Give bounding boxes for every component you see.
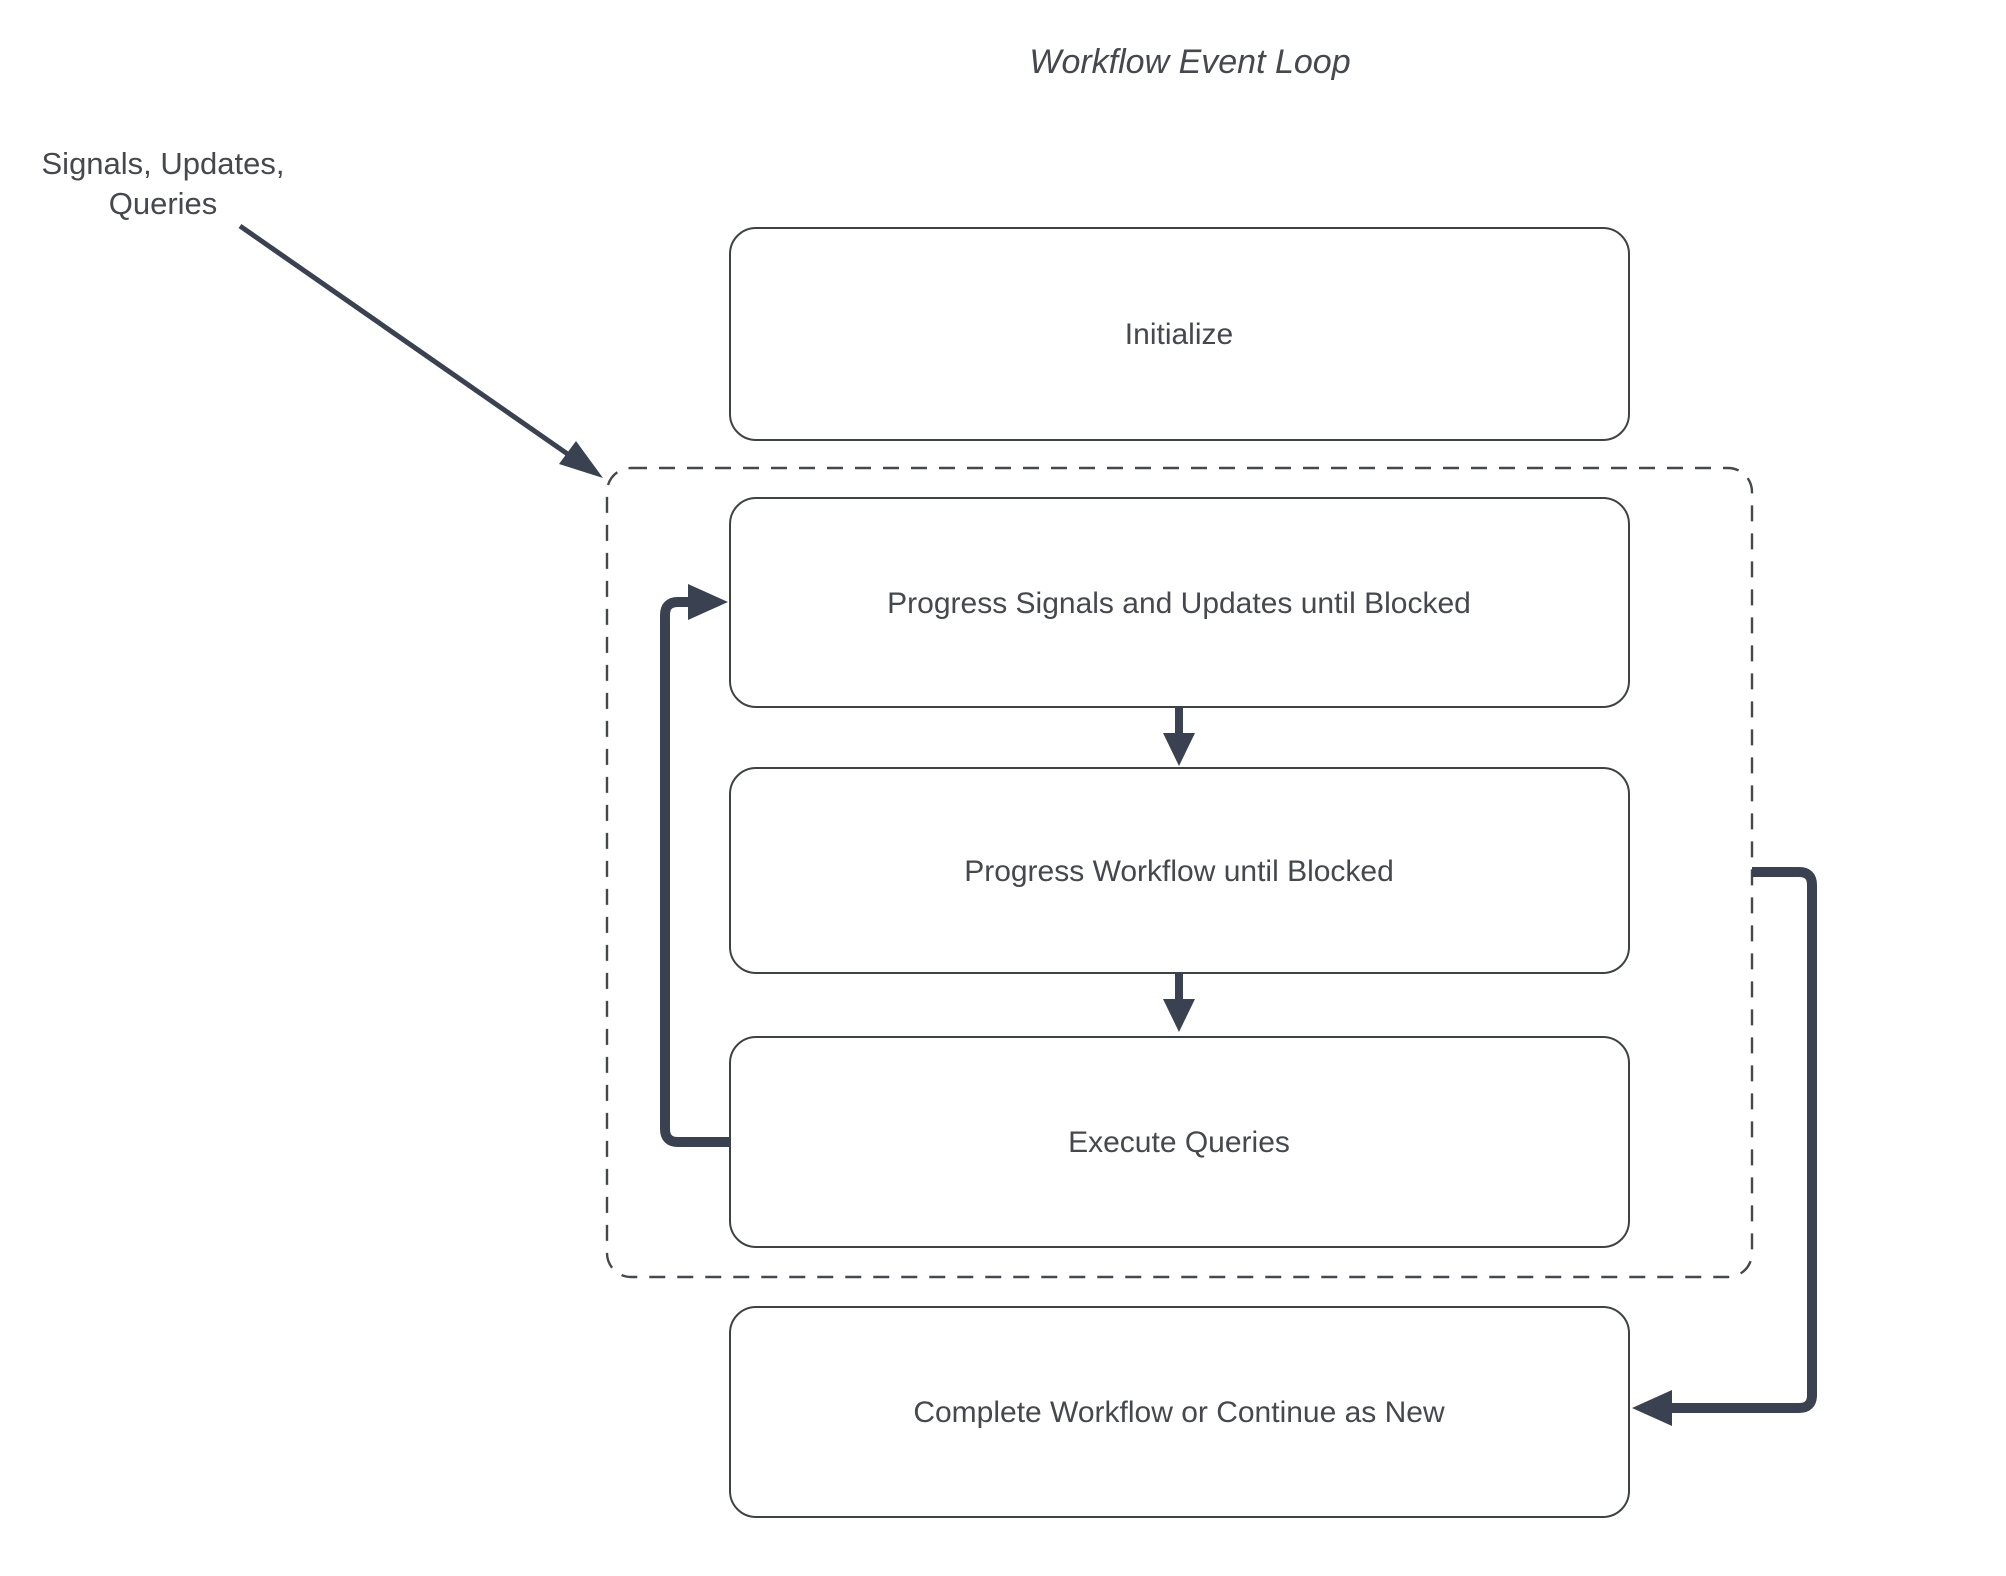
node-execute-queries: Execute Queries [729,1036,1630,1248]
node-complete-workflow-box [729,1306,1630,1518]
arrow-queries-loop-back-line [660,597,730,1147]
incoming-events-arrow [238,223,603,478]
node-progress-workflow: Progress Workflow until Blocked [729,767,1630,974]
node-progress-workflow-label: Progress Workflow until Blocked [964,855,1394,888]
arrow-workflow-to-queries [1163,973,1195,1032]
arrow-to-complete-workflow [1632,867,1817,1426]
arrow-queries-loop-back [660,584,730,1147]
arrow-signals-to-workflow [1163,707,1195,766]
signals-updates-queries-label: Signals, Updates, Queries [42,146,285,221]
arrow-to-complete-workflow-line [1672,867,1817,1413]
node-execute-queries-label: Execute Queries [1068,1126,1290,1159]
arrow-queries-loop-back-head [688,584,728,620]
arrow-signals-to-workflow-head [1163,733,1195,766]
node-initialize: Initialize [729,227,1630,441]
node-initialize-box [729,227,1630,441]
node-initialize-label: Initialize [1125,318,1233,351]
arrow-to-complete-workflow-head [1632,1390,1672,1426]
node-progress-signals-label: Progress Signals and Updates until Block… [887,587,1471,620]
node-complete-workflow: Complete Workflow or Continue as New [729,1306,1630,1518]
arrow-workflow-to-queries-head [1163,999,1195,1032]
node-complete-workflow-label: Complete Workflow or Continue as New [913,1396,1445,1429]
signals-updates-queries-label-line1: Signals, Updates, [42,146,285,181]
diagram-title: Workflow Event Loop [1029,43,1350,81]
incoming-events-arrowhead [559,441,603,478]
node-progress-signals: Progress Signals and Updates until Block… [729,497,1630,708]
incoming-events-arrow-line [238,223,571,458]
signals-updates-queries-label-line2: Queries [109,186,218,221]
